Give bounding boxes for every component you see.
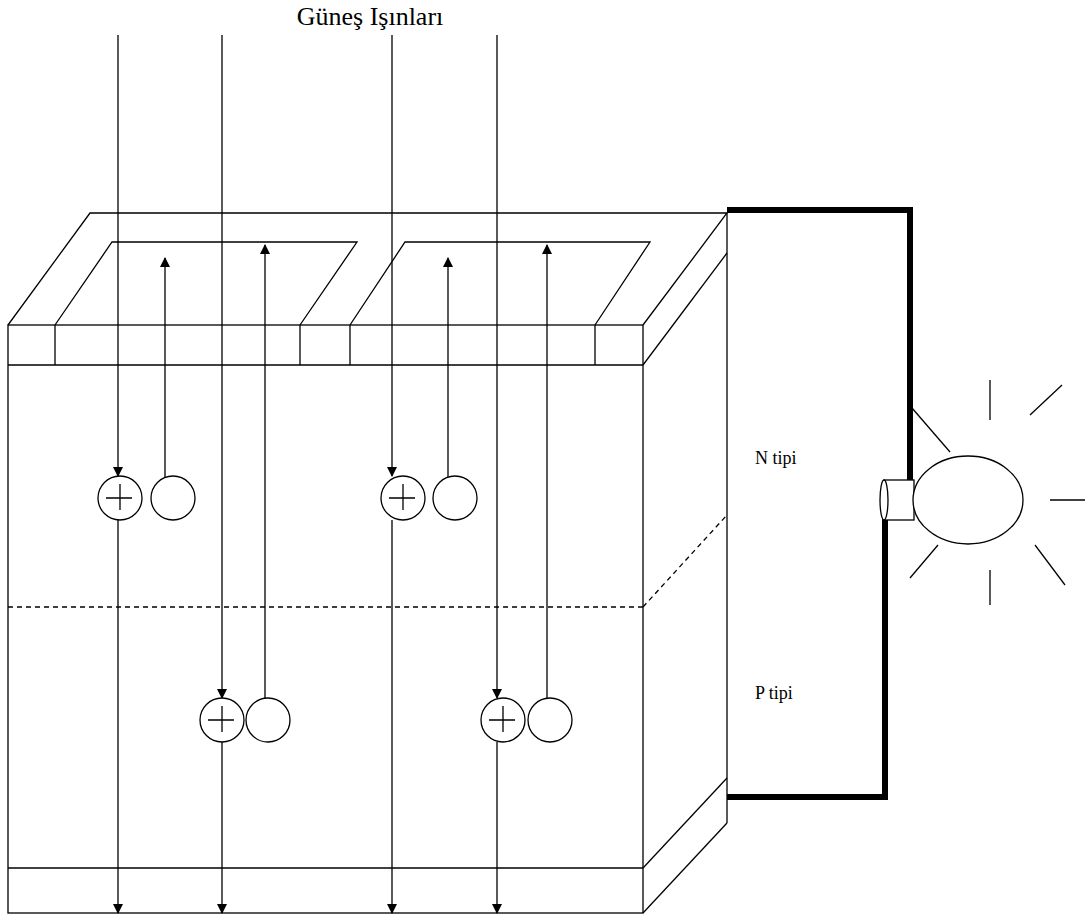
electron-hole-pairs <box>98 476 572 742</box>
region-label: N tipi <box>755 448 797 469</box>
region-label: P tipi <box>755 683 793 704</box>
cell-body <box>8 213 727 913</box>
lamp <box>880 380 1085 605</box>
rays-label: Güneş Işınları <box>294 2 447 32</box>
carrier-arrows <box>118 35 547 913</box>
wires <box>727 210 910 797</box>
